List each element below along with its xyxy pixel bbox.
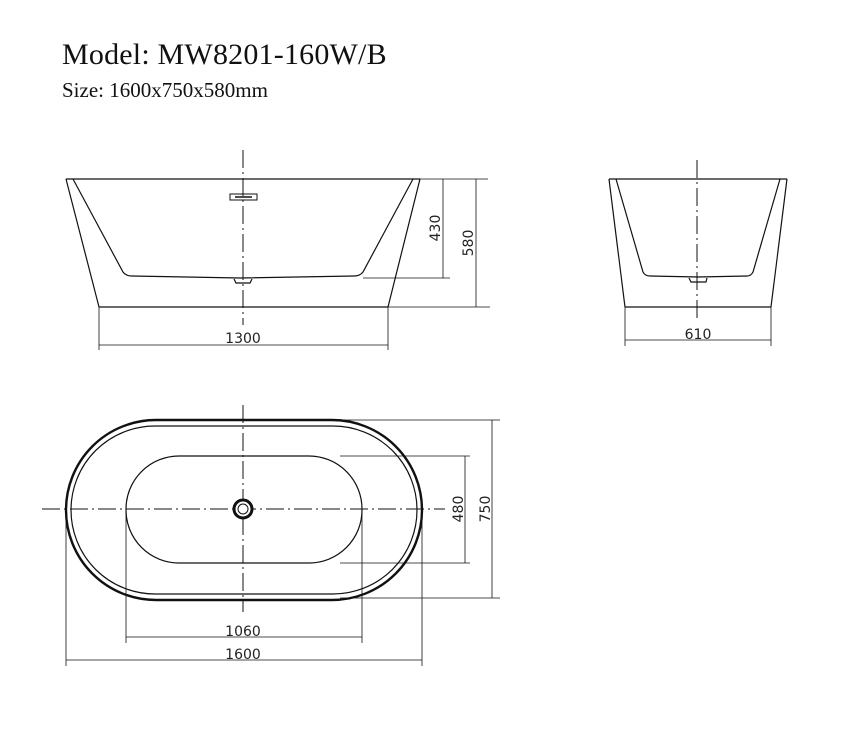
dim-front-overall-height: 580	[461, 230, 477, 257]
dim-front-inner-depth: 430	[428, 215, 444, 242]
size-subtitle: Size: 1600x750x580mm	[62, 78, 268, 102]
dim-top-overall-length: 1600	[225, 647, 261, 663]
model-title: Model: MW8201-160W/B	[62, 38, 387, 71]
dim-top-inner-width: 480	[451, 496, 467, 523]
dim-side-base-width: 610	[685, 327, 712, 343]
front-view	[65, 150, 490, 350]
side-view	[608, 160, 788, 346]
dim-front-base-width: 1300	[225, 331, 261, 347]
dim-top-inner-length: 1060	[225, 624, 261, 640]
dim-top-overall-width: 750	[478, 496, 494, 523]
top-view	[42, 405, 500, 666]
